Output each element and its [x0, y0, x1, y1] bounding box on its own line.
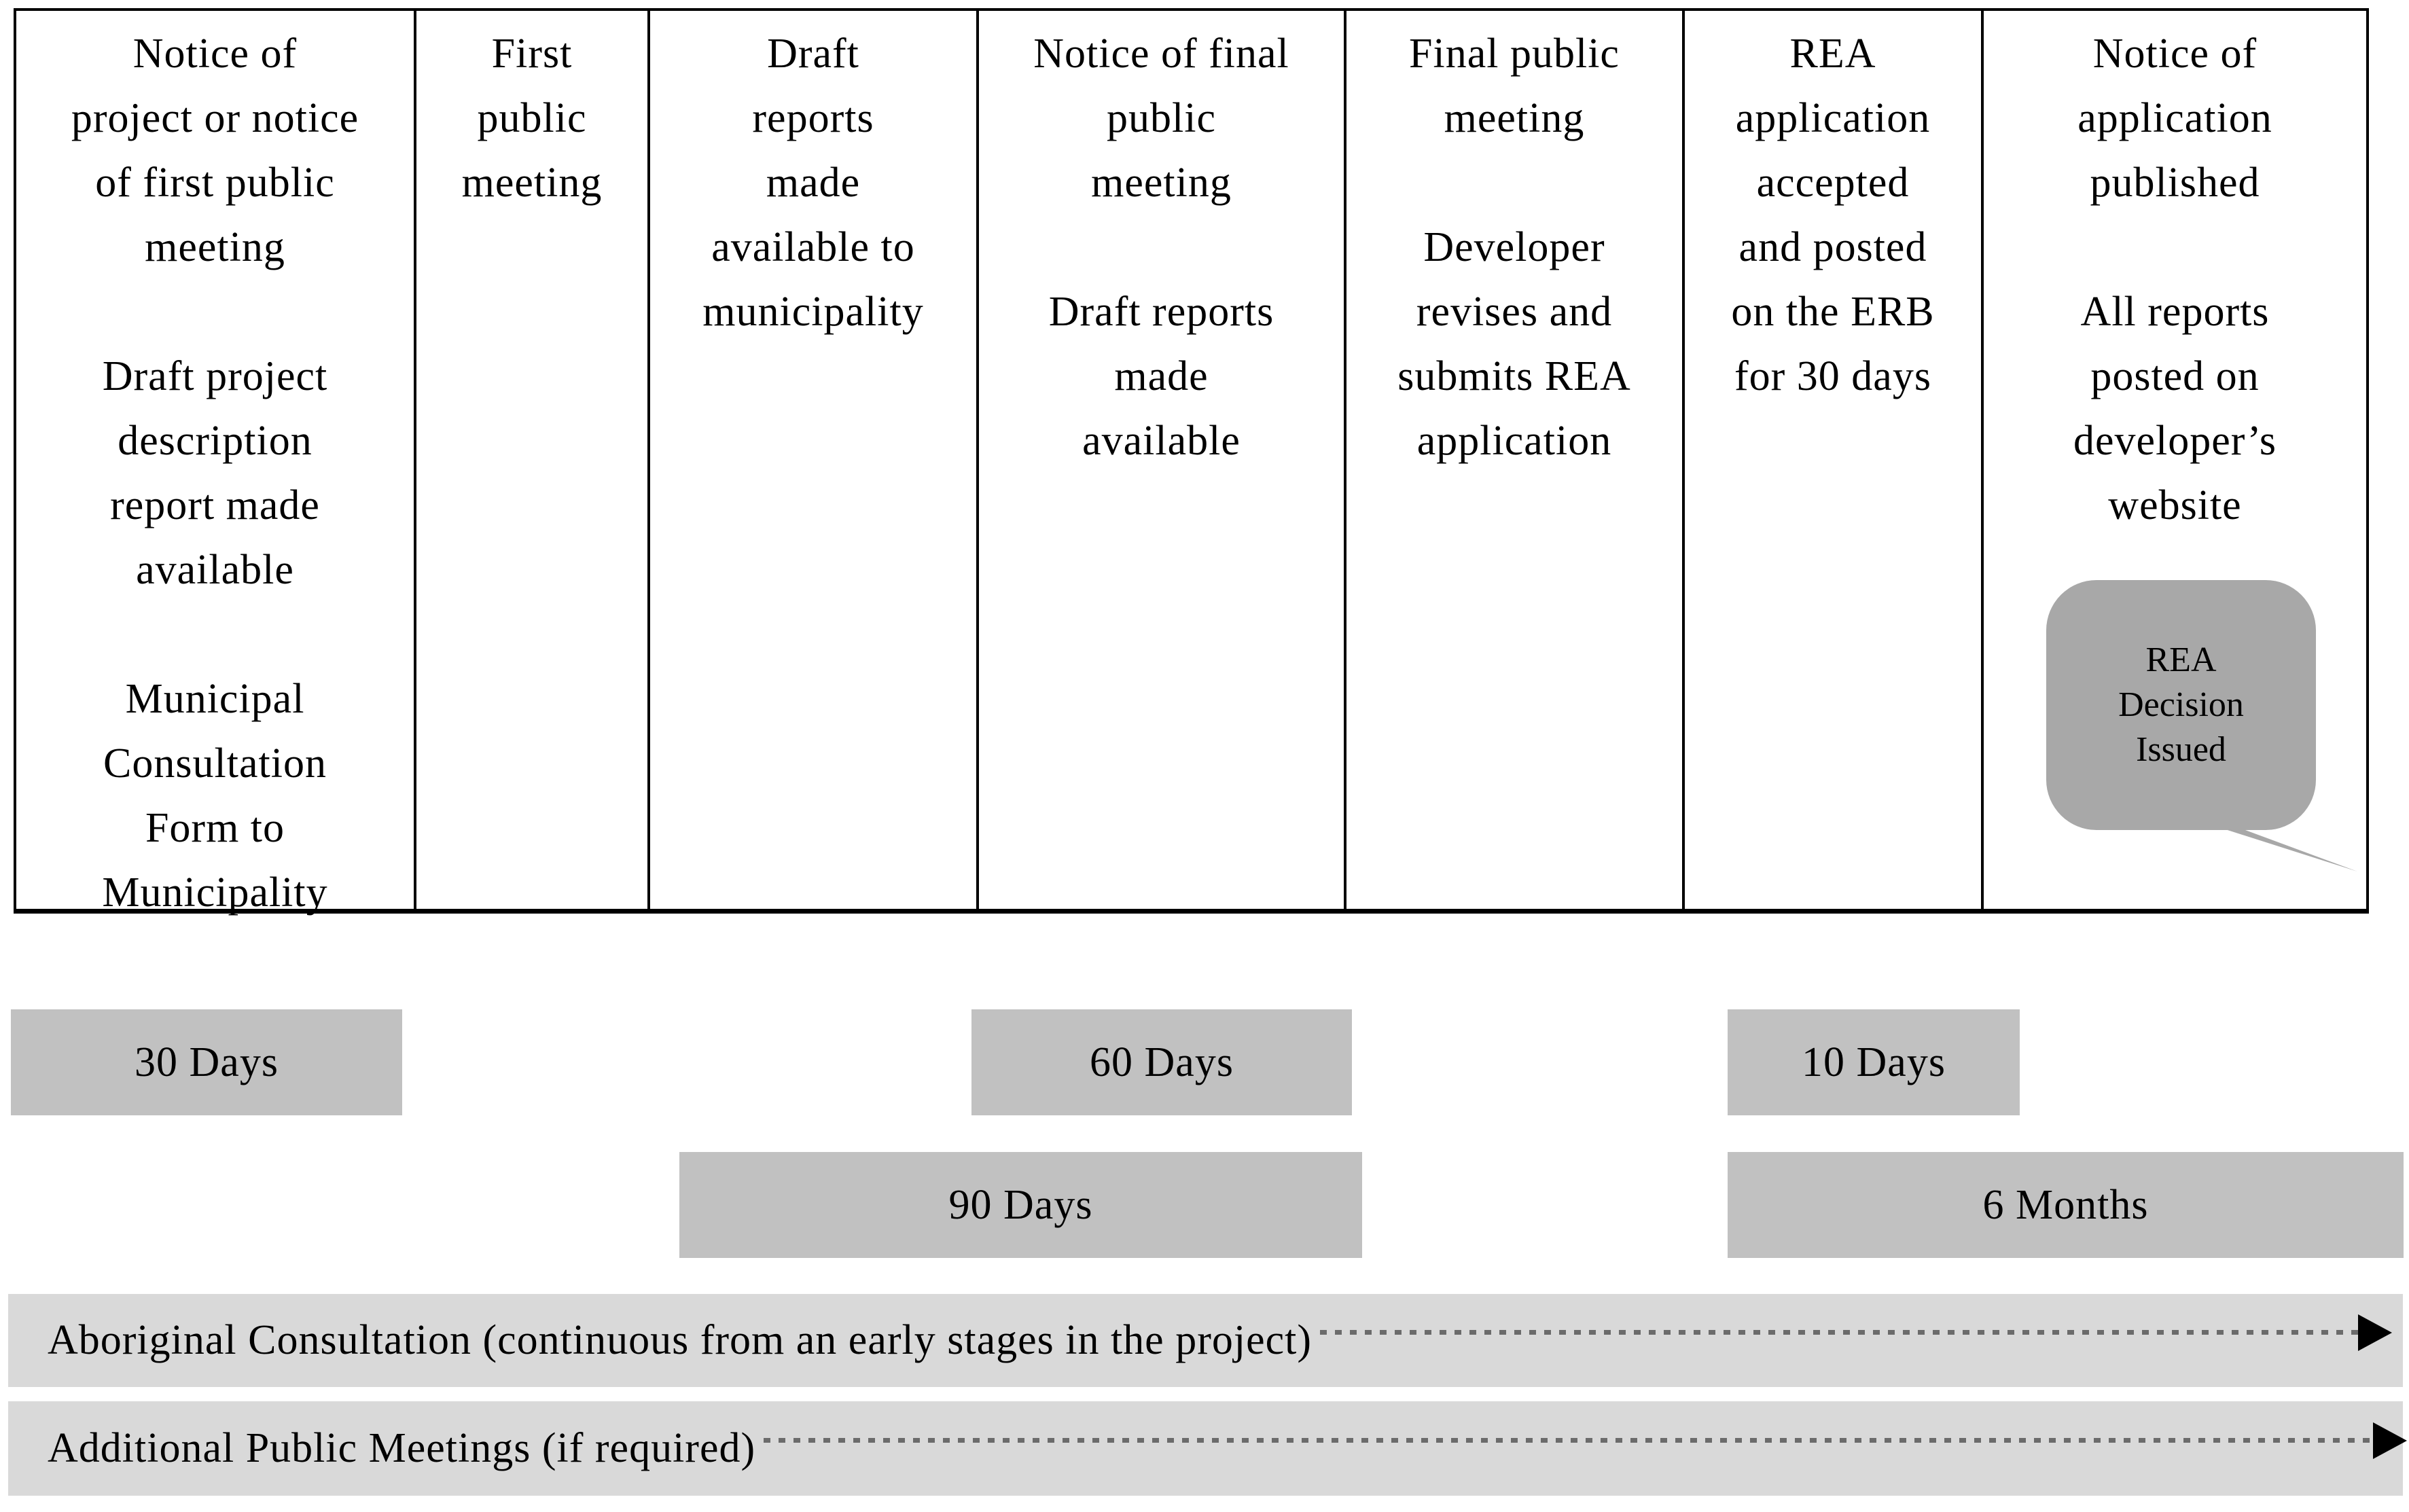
duration-bar-30-days: 30 Days — [11, 1009, 402, 1115]
stage-cell-rea-application-accepted: REA application accepted and posted on t… — [1685, 11, 1984, 909]
additional-public-meetings-label: Additional Public Meetings (if required) — [48, 1425, 756, 1471]
stage-cell-text: Draft reports made available to municipa… — [702, 31, 924, 335]
speech-bubble-tail — [2198, 821, 2357, 871]
right-arrow-icon — [2358, 1314, 2392, 1351]
stage-cell-text: Final public meeting Developer revises a… — [1397, 31, 1631, 464]
stage-cell-final-public-meeting: Final public meeting Developer revises a… — [1346, 11, 1685, 909]
additional-public-meetings-band: Additional Public Meetings (if required) — [8, 1401, 2407, 1496]
process-stages-table: Notice of project or notice of first pub… — [14, 8, 2369, 916]
rea-decision-speech-bubble: REA Decision Issued — [2046, 580, 2316, 830]
stage-cell-text: Notice of final public meeting Draft rep… — [1033, 31, 1289, 464]
rea-decision-bubble-text: REA Decision Issued — [2118, 641, 2244, 769]
stage-cell-draft-reports-municipality: Draft reports made available to municipa… — [650, 11, 979, 909]
dotted-timeline — [1319, 1330, 2358, 1335]
stage-cell-text: Notice of application published All repo… — [2073, 31, 2277, 528]
stage-cell-notice-application-published: Notice of application published All repo… — [1984, 11, 2366, 909]
aboriginal-consultation-label: Aboriginal Consultation (continuous from… — [48, 1317, 1312, 1363]
duration-bar-60-days: 60 Days — [971, 1009, 1352, 1115]
stage-cell-notice-of-project: Notice of project or notice of first pub… — [16, 11, 416, 916]
duration-bar-90-days: 90 Days — [679, 1152, 1362, 1258]
duration-bar-10-days: 10 Days — [1728, 1009, 2020, 1115]
stage-cell-text: Notice of project or notice of first pub… — [71, 31, 359, 916]
stage-cell-text: First public meeting — [461, 31, 603, 206]
stage-cell-first-public-meeting: First public meeting — [416, 11, 650, 909]
aboriginal-consultation-band: Aboriginal Consultation (continuous from… — [8, 1294, 2403, 1387]
stage-cell-notice-final-meeting: Notice of final public meeting Draft rep… — [979, 11, 1346, 909]
right-arrow-icon — [2373, 1422, 2407, 1459]
dotted-timeline — [764, 1438, 2373, 1443]
duration-bar-6-months: 6 Months — [1728, 1152, 2404, 1258]
stage-cell-text: REA application accepted and posted on t… — [1731, 31, 1935, 399]
